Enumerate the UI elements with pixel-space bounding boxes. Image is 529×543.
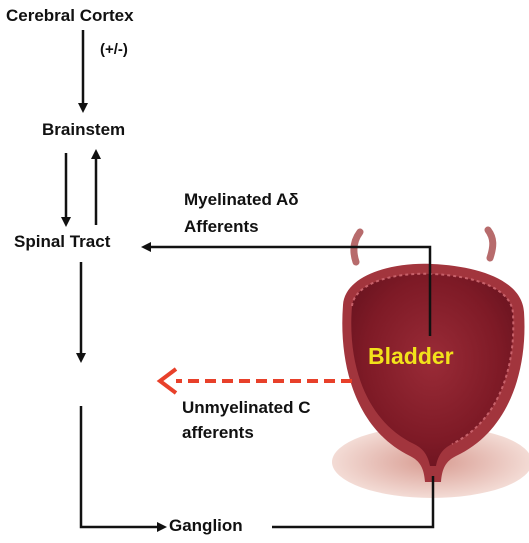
spinal-tract-label: Spinal Tract xyxy=(14,232,110,252)
brainstem-label: Brainstem xyxy=(42,120,125,140)
myelinated-afferents-label-line1: Myelinated Aδ xyxy=(184,190,299,210)
modulation-label: (+/-) xyxy=(100,40,128,60)
unmyelinated-afferents-label-line1: Unmyelinated C xyxy=(182,398,310,418)
myelinated-afferents-label-line2: Afferents xyxy=(184,217,259,237)
ganglion-label: Ganglion xyxy=(169,516,243,536)
unmyelinated-arrowhead xyxy=(160,369,176,393)
bladder-label: Bladder xyxy=(368,343,454,369)
cerebral-cortex-label: Cerebral Cortex xyxy=(6,6,134,26)
arrow-to-ganglion xyxy=(81,406,162,527)
unmyelinated-afferents-label-line2: afferents xyxy=(182,423,254,443)
right-ureter xyxy=(488,230,493,258)
